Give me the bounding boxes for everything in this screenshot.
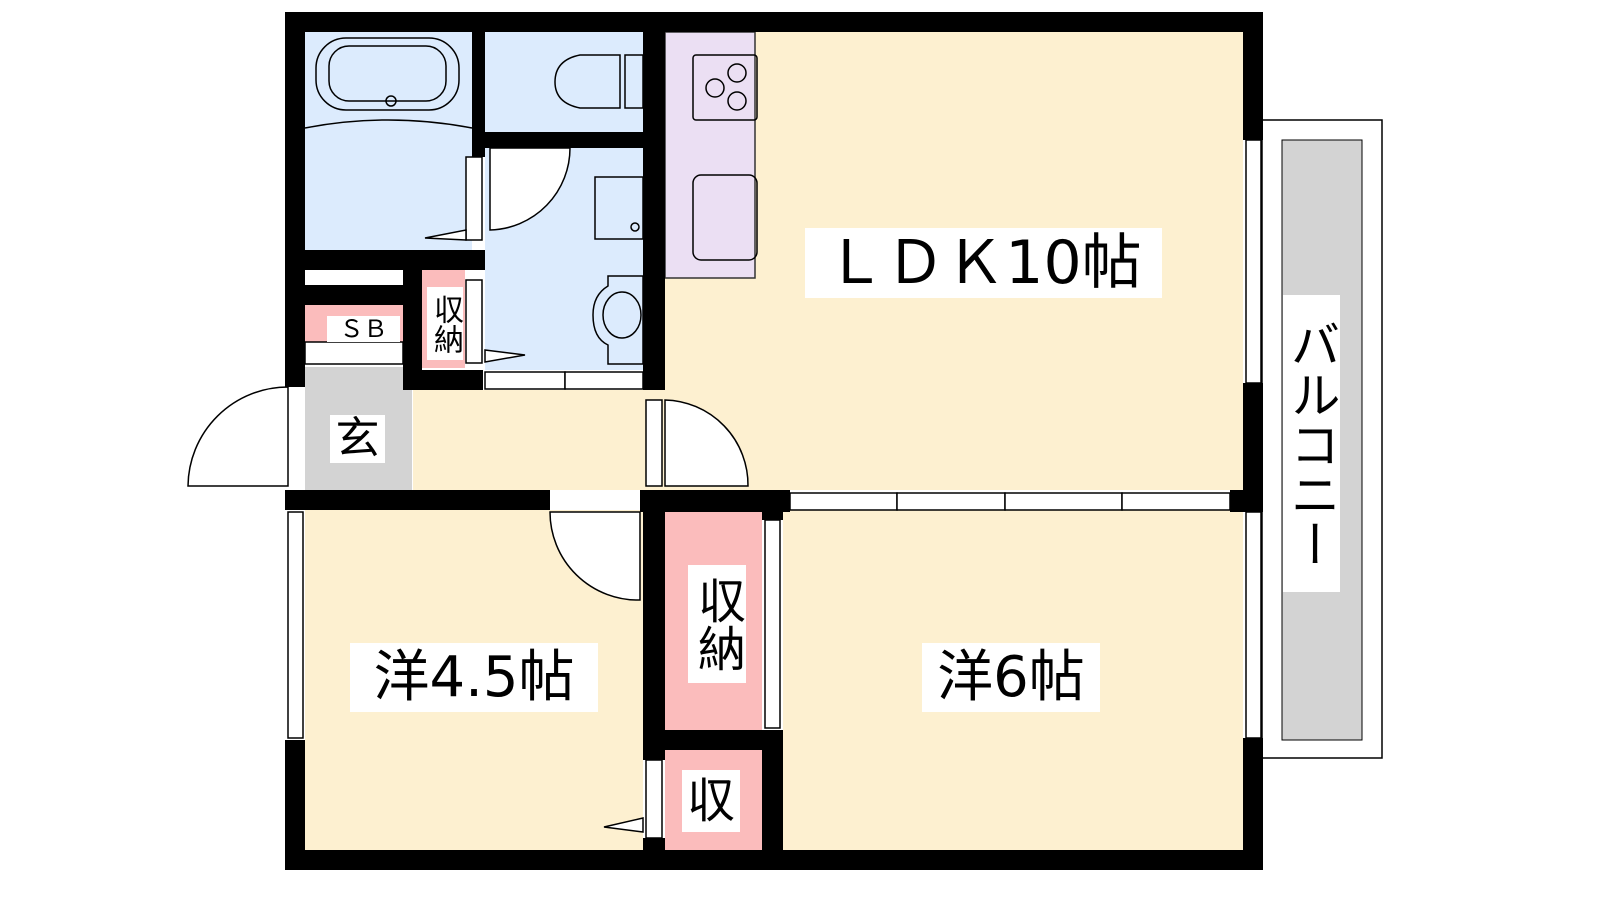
room-label-closet-hall: 収納 xyxy=(427,287,463,360)
stove-icon xyxy=(692,54,758,261)
front-door xyxy=(187,386,289,487)
room-label-entrance: 玄 xyxy=(330,415,385,463)
toilet-floor xyxy=(485,32,643,132)
room-label-western-6: 洋6帖 xyxy=(922,643,1100,712)
room-label-closet-main: 収納 xyxy=(688,565,746,683)
room-label-balcony: バルコニー xyxy=(1283,295,1341,592)
room-label-western-4-5: 洋4.5帖 xyxy=(350,643,598,712)
balcony xyxy=(1261,119,1383,759)
hall-floor xyxy=(413,390,665,490)
sink-icon xyxy=(592,275,644,365)
bathtub-icon xyxy=(304,37,473,129)
bath-floor xyxy=(305,32,472,250)
kitchen-counter xyxy=(664,31,756,279)
doors xyxy=(187,139,1262,839)
room-label-shoe-box: ＳＢ xyxy=(327,316,400,342)
room-label-ldk: ＬＤＫ10帖 xyxy=(805,228,1162,298)
walls xyxy=(285,12,1263,870)
ldk-door xyxy=(664,399,749,487)
washroom-door xyxy=(489,147,571,231)
bedroom45-door xyxy=(549,511,641,601)
room-label-closet-small: 収 xyxy=(682,770,740,832)
